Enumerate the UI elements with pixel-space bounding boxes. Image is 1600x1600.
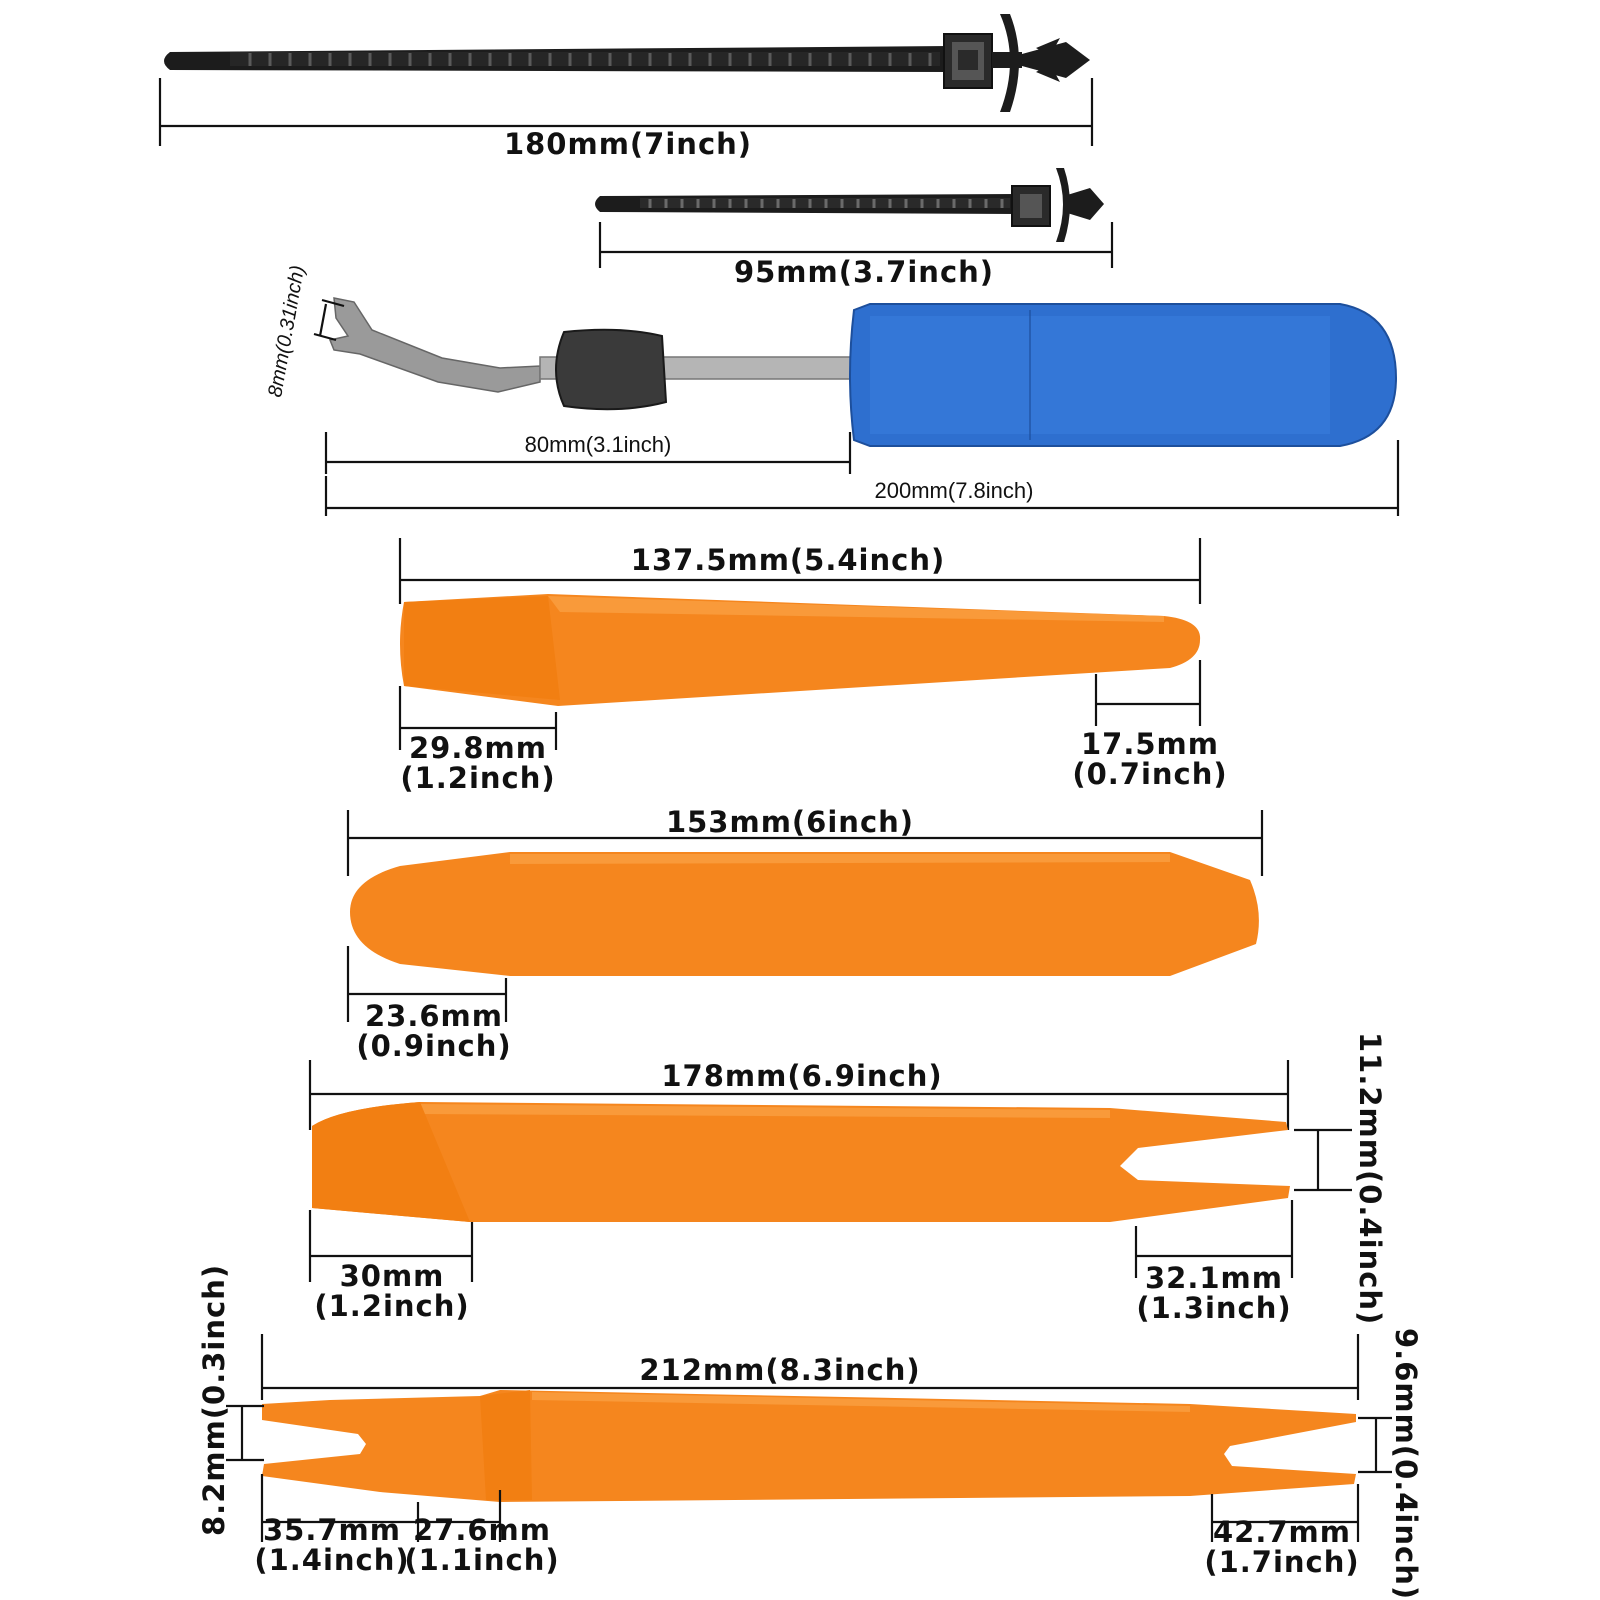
pry-tool-4-right-fork-label: 9.6mm(0.4inch) xyxy=(1389,1328,1423,1600)
pry-tool-2-length-label: 153mm(6inch) xyxy=(666,805,914,839)
pry-tool-3-dimension-top xyxy=(308,1060,1290,1130)
pry-tool-2 xyxy=(350,852,1259,976)
cable-tie-long-dimension xyxy=(158,78,1094,146)
clip-remover xyxy=(328,297,1398,447)
pry-tool-1-right-width-label-mm: 17.5mm xyxy=(1081,727,1219,761)
pry-tool-4-a-label-inch: (1.4inch) xyxy=(254,1543,409,1577)
pry-tool-4 xyxy=(262,1390,1356,1502)
pry-tool-4-dimension-top xyxy=(260,1334,1360,1400)
pry-tool-4-bottom-dimensions xyxy=(260,1474,1360,1542)
cable-tie-short-dimension xyxy=(598,222,1114,268)
pry-tool-4-b-label-inch: (1.1inch) xyxy=(404,1543,559,1577)
pry-tool-3-left-width-dimension xyxy=(308,1210,474,1282)
pry-tool-3-left-width-label-mm: 30mm xyxy=(340,1259,445,1293)
pry-tool-1-right-width-dimension xyxy=(1094,660,1202,726)
pry-tool-4-length-label: 212mm(8.3inch) xyxy=(639,1353,920,1387)
cable-tie-short xyxy=(595,168,1104,242)
pry-tool-1-dimension-top xyxy=(398,538,1202,604)
clip-remover-total-dimension xyxy=(324,440,1400,516)
pry-tool-3-right-width-dimension xyxy=(1134,1200,1294,1278)
pry-tool-4-a-label-mm: 35.7mm xyxy=(263,1513,401,1547)
pry-tool-4-c-label-inch: (1.7inch) xyxy=(1204,1545,1359,1579)
pry-tool-3-right-width-label-inch: (1.3inch) xyxy=(1136,1291,1291,1325)
pry-tool-2-left-width-label-inch: (0.9inch) xyxy=(356,1029,511,1063)
pry-tool-1-length-label: 137.5mm(5.4inch) xyxy=(631,543,945,577)
clip-remover-slot-label: 8mm(0.31inch) xyxy=(264,264,309,399)
clip-remover-shaft-label: 80mm(3.1inch) xyxy=(525,432,672,457)
pry-tool-2-left-width-label-mm: 23.6mm xyxy=(365,999,503,1033)
pry-tool-3-left-width-label-inch: (1.2inch) xyxy=(314,1289,469,1323)
pry-tool-2-left-width-dimension xyxy=(346,946,508,1022)
pry-tool-3-fork-label: 11.2mm(0.4inch) xyxy=(1353,1032,1387,1325)
pry-tool-3-right-width-label-mm: 32.1mm xyxy=(1145,1261,1283,1295)
cable-tie-long-length-label: 180mm(7inch) xyxy=(504,127,752,161)
clip-remover-slot-dimension xyxy=(313,298,345,342)
pry-tool-4-c-label-mm: 42.7mm xyxy=(1213,1515,1351,1549)
pry-tool-1-left-width-label-mm: 29.8mm xyxy=(409,731,547,765)
pry-tool-4-right-fork-dimension xyxy=(1358,1416,1392,1474)
pry-tool-4-left-fork-label: 8.2mm(0.3inch) xyxy=(197,1264,231,1536)
pry-tool-1-left-width-dimension xyxy=(398,686,558,750)
cable-tie-long xyxy=(164,14,1090,112)
cable-tie-short-length-label: 95mm(3.7inch) xyxy=(734,255,994,289)
clip-remover-shaft-dimension xyxy=(324,432,852,474)
pry-tool-3-length-label: 178mm(6.9inch) xyxy=(661,1059,942,1093)
clip-remover-total-label: 200mm(7.8inch) xyxy=(875,478,1034,503)
pry-tool-1-right-width-label-inch: (0.7inch) xyxy=(1072,757,1227,791)
pry-tool-4-left-fork-dimension xyxy=(226,1404,264,1462)
pry-tool-1-left-width-label-inch: (1.2inch) xyxy=(400,761,555,795)
pry-tool-4-b-label-mm: 27.6mm xyxy=(413,1513,551,1547)
pry-tool-1 xyxy=(400,594,1201,706)
pry-tool-3-fork-dimension xyxy=(1294,1128,1352,1192)
pry-tool-3 xyxy=(312,1102,1290,1222)
pry-tool-2-dimension-top xyxy=(346,810,1264,876)
